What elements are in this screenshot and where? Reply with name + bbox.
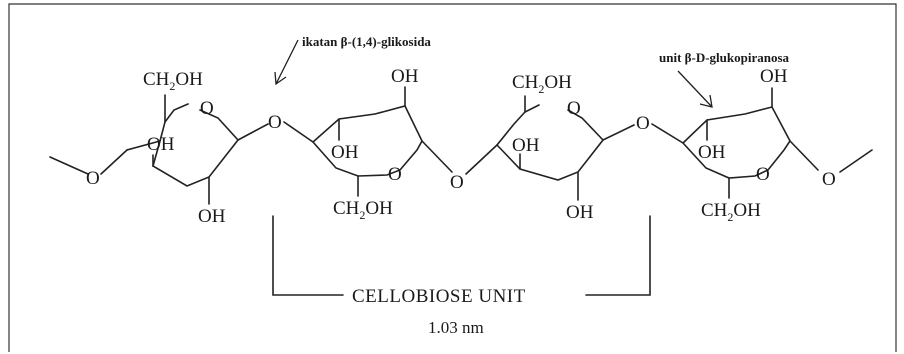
- ring-2-ring-oxygen: O: [388, 164, 402, 185]
- glycosidic-bond-arrow: [274, 39, 299, 86]
- bridge-2-to-ring-3: [465, 144, 498, 175]
- ring-3-bonds: [495, 104, 605, 181]
- ring-1-oh-label: OH: [147, 134, 175, 155]
- ring-2-oh-label-top: OH: [391, 66, 419, 87]
- chain-end-right-oxygen: O: [822, 169, 836, 190]
- ring-4-bonds: [682, 106, 791, 179]
- ring-1-oh-label-lower: OH: [198, 206, 226, 227]
- glucose-ring-3: CH2OH O OH OH: [495, 72, 635, 223]
- ring-4-oh-label-mid: OH: [698, 142, 726, 163]
- cellobiose-unit-label: CELLOBIOSE UNIT: [352, 286, 526, 307]
- ring-1-ch2oh-label: CH2OH: [143, 69, 203, 93]
- chain-end-left-oxygen: O: [86, 168, 100, 189]
- glucopyranose-unit-arrow: [677, 70, 713, 108]
- ring-4-glycosidic-bond: [789, 140, 819, 171]
- ring-3-glycosidic-bond: [602, 124, 635, 141]
- ring-1-glycosidic-bond: [237, 123, 269, 141]
- ring-3-ch2oh-label: CH2OH: [512, 72, 572, 96]
- ring-1-c4-bond: [126, 140, 161, 151]
- cellobiose-bracket: [272, 215, 651, 296]
- ring-2-oh-label-mid: OH: [331, 142, 359, 163]
- chain-end-right-tail: [839, 149, 873, 173]
- glucose-ring-1: CH2OH O OH OH O: [49, 69, 269, 227]
- ring-2-ch2oh-label: CH2OH: [333, 198, 393, 222]
- ring-2-glycosidic-bond: [421, 140, 453, 173]
- bridge-1-to-ring-2: [283, 121, 314, 143]
- ring-4-ch2oh-label: CH2OH: [701, 200, 761, 224]
- ring-3-oh-label-lower: OH: [566, 202, 594, 223]
- ring-3-oh-label: OH: [512, 135, 540, 156]
- glucose-ring-2: OH OH O CH2OH: [312, 66, 453, 222]
- ring-4-oh-label-top: OH: [760, 66, 788, 87]
- ring-1-ring-oxygen: O: [200, 98, 214, 119]
- bridge-oxygen-2: O: [450, 172, 464, 193]
- ring-4-ring-oxygen: O: [756, 164, 770, 185]
- chain-end-left-tail: [49, 156, 89, 175]
- bridge-oxygen-1: O: [268, 112, 282, 133]
- bridge-3-to-ring-4: [651, 123, 684, 144]
- bridge-oxygen-3: O: [636, 113, 650, 134]
- chain-end-left-bond: [100, 149, 128, 175]
- glycosidic-bond-annotation: ikatan β-(1,4)-glikosida: [302, 34, 431, 49]
- glucopyranose-unit-annotation: unit β-D-glukopiranosa: [659, 50, 790, 65]
- glucose-ring-4: OH OH O CH2OH O: [682, 66, 873, 224]
- unit-length-label: 1.03 nm: [428, 318, 484, 337]
- ring-2-bonds: [312, 105, 423, 177]
- ring-3-ring-oxygen: O: [567, 98, 581, 119]
- ring-1-bonds: [152, 103, 240, 187]
- diagram-frame: [8, 3, 897, 352]
